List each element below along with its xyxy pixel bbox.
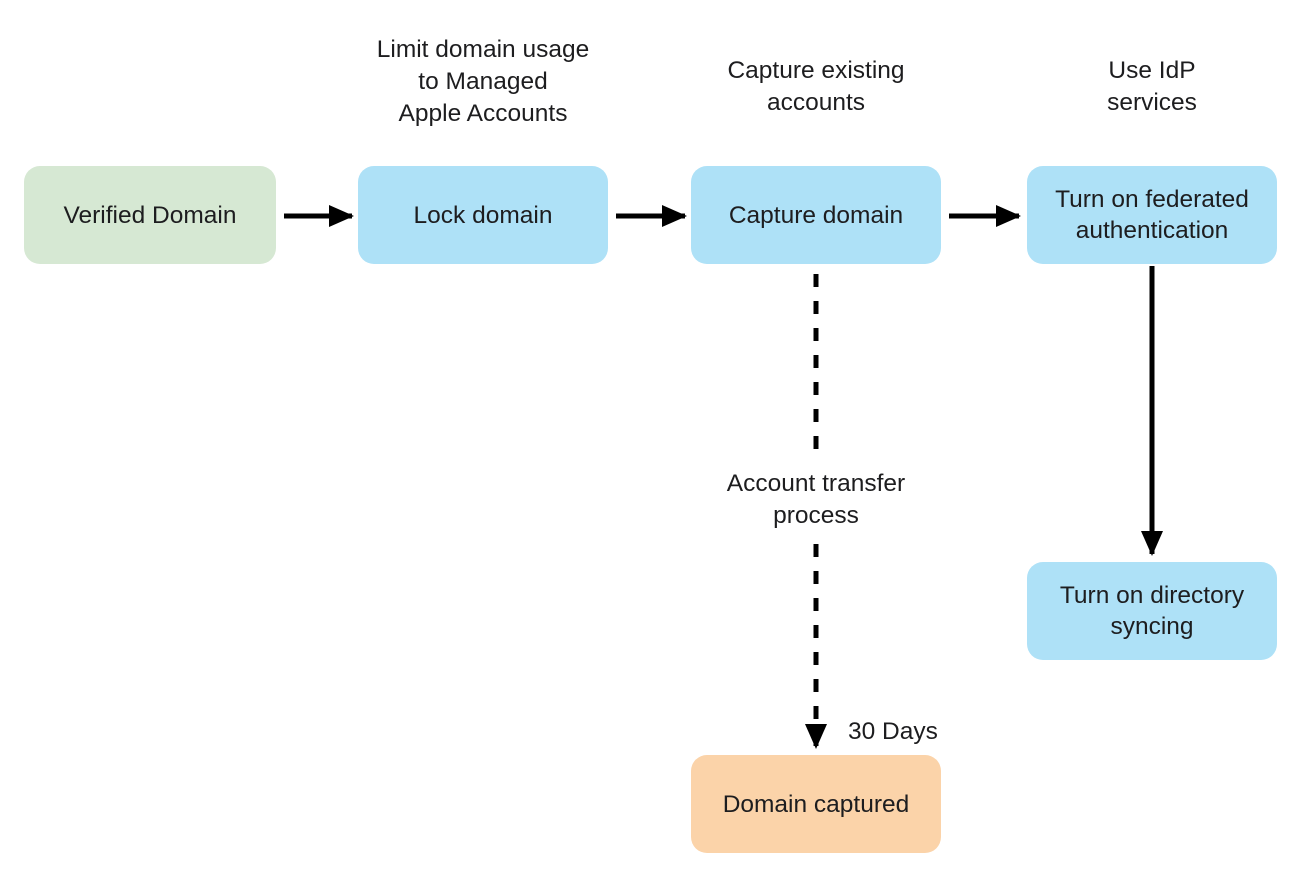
node-verified-domain: Verified Domain <box>24 166 276 264</box>
annotation-use-idp-services: Use IdP services <box>1107 57 1197 116</box>
node-domain-captured: Domain captured <box>691 755 941 853</box>
annotation-capture-existing-accounts: Capture existing accounts <box>727 57 905 116</box>
annotation-limit-domain-usage: Limit domain usage to Managed Apple Acco… <box>376 36 590 127</box>
node-turn-on-directory-syncing: Turn on directory syncing <box>1027 562 1277 660</box>
node-lock-domain: Lock domain <box>358 166 608 264</box>
annotation-account-transfer-process: Account transfer process <box>666 460 966 540</box>
node-capture-domain: Capture domain <box>691 166 941 264</box>
node-turn-on-federated-authentication: Turn on federated authentication <box>1027 166 1277 264</box>
annotation-30-days: 30 Days <box>848 718 938 745</box>
